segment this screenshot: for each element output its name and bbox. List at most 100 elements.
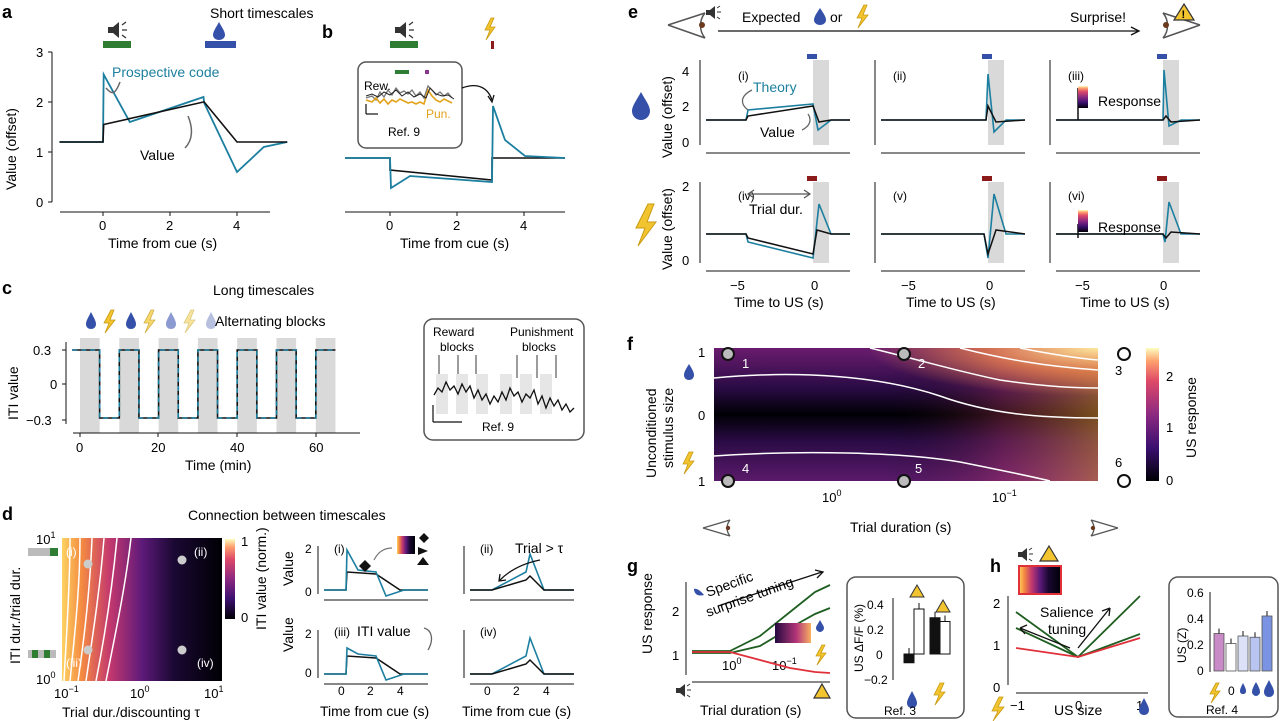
- expected-label: Expected: [742, 9, 800, 25]
- value-label: Value: [760, 124, 795, 140]
- lightning-icon: [484, 17, 496, 41]
- tick-label: 0: [993, 680, 1000, 695]
- sub-ii-value: [470, 574, 574, 591]
- series-line-red: [692, 651, 831, 674]
- water-drop-icon: [632, 92, 650, 120]
- lightning-icon: [143, 309, 156, 334]
- tick-label: 0: [1166, 473, 1173, 488]
- triangle-marker: [417, 557, 429, 565]
- triangle-marker: [418, 547, 428, 555]
- tick-label: 2: [305, 542, 312, 556]
- block-icons: [86, 309, 216, 334]
- surprise-label: Surprise!: [1070, 9, 1126, 25]
- value-line: [1056, 231, 1201, 240]
- speaker-icon: [1018, 547, 1033, 562]
- panel-e-label: e: [628, 2, 638, 22]
- tick-label: −5: [1075, 278, 1090, 293]
- lightning-icon: [183, 309, 196, 334]
- panel-d-contours: [63, 537, 132, 682]
- mini-heatmap: [775, 623, 811, 643]
- tick-label: 20: [151, 440, 165, 455]
- panel-a-ylabel: Value (offset): [3, 108, 19, 190]
- point-label: 1: [742, 356, 749, 371]
- tick-label: −0.3: [26, 413, 52, 428]
- value-line: [881, 103, 1026, 123]
- bar: [1237, 635, 1249, 672]
- panel-g-ylabel: US response: [639, 573, 655, 654]
- mini-heatmap: [397, 536, 415, 554]
- arrow-head: [814, 569, 825, 579]
- bar: [1261, 615, 1273, 672]
- panel-e-ylabel: Value (offset): [659, 188, 675, 270]
- water-drop-icon: [684, 364, 694, 380]
- lightning-icon: [635, 203, 657, 247]
- tick-label: 0: [1075, 698, 1082, 713]
- inset-pun-trace: [365, 88, 453, 106]
- tick-label: 0: [484, 684, 491, 698]
- roman-ii: (ii): [480, 542, 493, 556]
- panel-b-xlabel: Time from cue (s): [400, 235, 509, 251]
- salience-label-1: Salience: [1040, 604, 1094, 620]
- bar: [903, 653, 915, 664]
- panel-f-xlabel: Trial duration (s): [850, 519, 951, 535]
- sub-iii-value: [324, 655, 428, 675]
- warning-icon: [1172, 2, 1196, 21]
- tick-label: 0.2: [867, 623, 884, 637]
- panel-c-ylabel: ITI value: [5, 366, 21, 420]
- warning-icon: [935, 599, 951, 613]
- tick-label: 1: [36, 145, 43, 160]
- punish-bar: [491, 41, 494, 49]
- speaker-icon: [706, 5, 721, 20]
- sub-ylabel: Value: [280, 551, 296, 586]
- marker-iv: [177, 645, 187, 655]
- inset-pun-label: Pun.: [426, 107, 451, 121]
- panel-f-colorbar: [1146, 348, 1159, 481]
- response-label: Response: [1098, 93, 1161, 109]
- block-band: [276, 338, 297, 433]
- block-band: [158, 338, 179, 433]
- panel-c-label: c: [2, 278, 12, 298]
- roman-ii: (ii): [893, 69, 906, 83]
- panel-h-label: h: [990, 556, 1001, 576]
- panel-b-label: b: [322, 22, 333, 42]
- tick-label: 2: [367, 684, 374, 698]
- tick-label: 0: [99, 218, 106, 233]
- roman-iii: (iii): [334, 625, 350, 639]
- tick-label: 2: [305, 627, 312, 641]
- tick-label: 2: [682, 99, 689, 114]
- tick-label: −5: [901, 278, 916, 293]
- theory-label: Theory: [753, 79, 797, 95]
- roman-i: (i): [66, 545, 77, 559]
- series-line-prospective: [345, 105, 566, 190]
- water-drop-icon: [814, 8, 826, 25]
- tick-label: 2: [36, 95, 43, 110]
- warning-icon: [812, 682, 832, 699]
- us-bar: [807, 176, 817, 181]
- tick-label: 1: [993, 638, 1000, 653]
- panel-a-plot: [59, 71, 288, 174]
- tick-label: 100: [130, 684, 149, 701]
- trial-dur-label: Trial dur.: [749, 201, 803, 217]
- inset-ylabel: US (Z): [1175, 628, 1189, 663]
- us-window: [1163, 182, 1179, 263]
- tick-label: 100: [36, 670, 55, 687]
- tick-label: 0.4: [1187, 612, 1204, 626]
- header-short-timescales: Short timescales: [210, 5, 313, 21]
- iti-value-label: ITI value: [357, 623, 411, 639]
- marker-iii: [83, 645, 93, 655]
- salience-label-2: tuning: [1048, 621, 1086, 637]
- bar: [1225, 643, 1237, 672]
- inset-punishment-blocks-label: blocks: [522, 340, 556, 354]
- diamond-marker: [419, 533, 429, 543]
- marker-ii: [177, 555, 187, 565]
- us-window: [988, 182, 1004, 263]
- arrow: [1019, 624, 1071, 649]
- panel-e-xlabel: Time to US (s): [1080, 294, 1170, 310]
- tick-label: 0: [682, 253, 689, 268]
- tick-label: 4: [543, 684, 550, 698]
- tick-label: 0: [305, 585, 312, 599]
- water-drop-icon: [694, 588, 704, 596]
- panel-c-plot: [72, 338, 336, 433]
- value-line: [881, 229, 1026, 257]
- water-bar: [205, 41, 236, 48]
